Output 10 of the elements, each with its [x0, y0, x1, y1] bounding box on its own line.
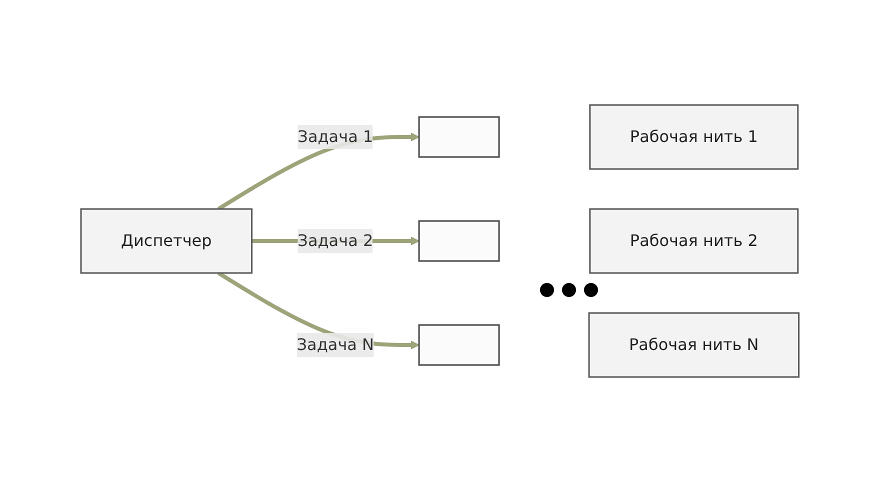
node-box: Рабочая нить 1 [589, 104, 799, 170]
node-box: Диспетчер [80, 208, 253, 274]
edge-label: Задача 1 [298, 126, 374, 146]
node-box: Рабочая нить 2 [589, 208, 799, 274]
edge-label: Задача 2 [298, 230, 374, 250]
edge-label: Задача N [296, 334, 374, 354]
node-box [418, 220, 500, 262]
node-box [418, 324, 500, 366]
node-box: Рабочая нить N [588, 312, 800, 378]
node-box [418, 116, 500, 158]
